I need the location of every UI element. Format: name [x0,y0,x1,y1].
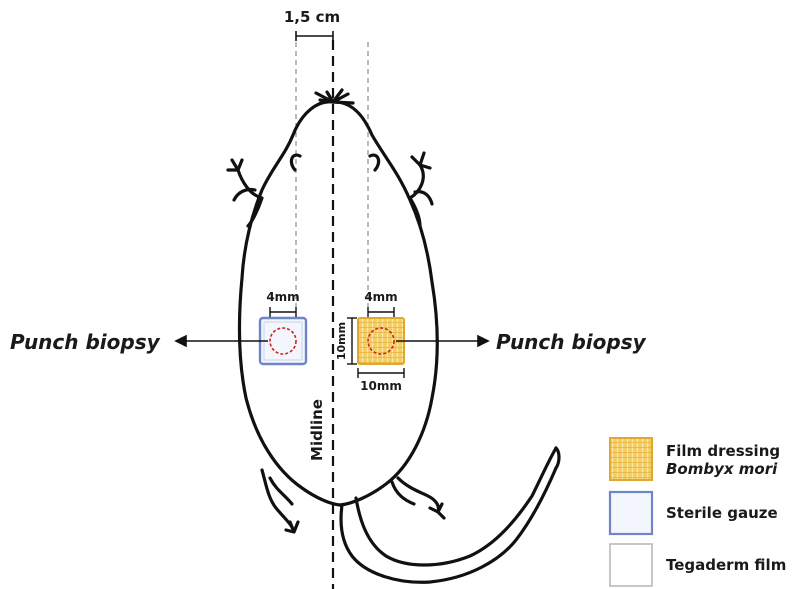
dressing-height-label: 10mm [335,322,348,360]
legend-swatch-film-dressing [610,438,652,480]
legend-bombyx-mori-label: Bombyx mori [666,460,778,478]
punch-biopsy-left-label: Punch biopsy [10,330,161,354]
legend-film-dressing-label: Film dressing [666,442,780,460]
midline-label: Midline [308,399,326,461]
legend: Film dressing Bombyx mori Sterile gauze … [610,438,786,586]
legend-swatch-sterile-gauze [610,492,652,534]
legend-swatch-tegaderm-film [610,544,652,586]
punch-biopsy-right-label: Punch biopsy [496,330,647,354]
spacing-label: 1,5 cm [284,8,340,26]
legend-sterile-gauze-label: Sterile gauze [666,504,778,522]
dressing-width-label: 10mm [360,379,402,393]
right-wound-size-label: 4mm [364,290,397,304]
left-wound-size-label: 4mm [266,290,299,304]
legend-tegaderm-film-label: Tegaderm film [666,556,786,574]
spacing-measurement: 1,5 cm [284,8,368,318]
left-wound-site: 4mm [260,290,306,364]
right-wound-site: 4mm 10mm 10mm [335,290,404,393]
